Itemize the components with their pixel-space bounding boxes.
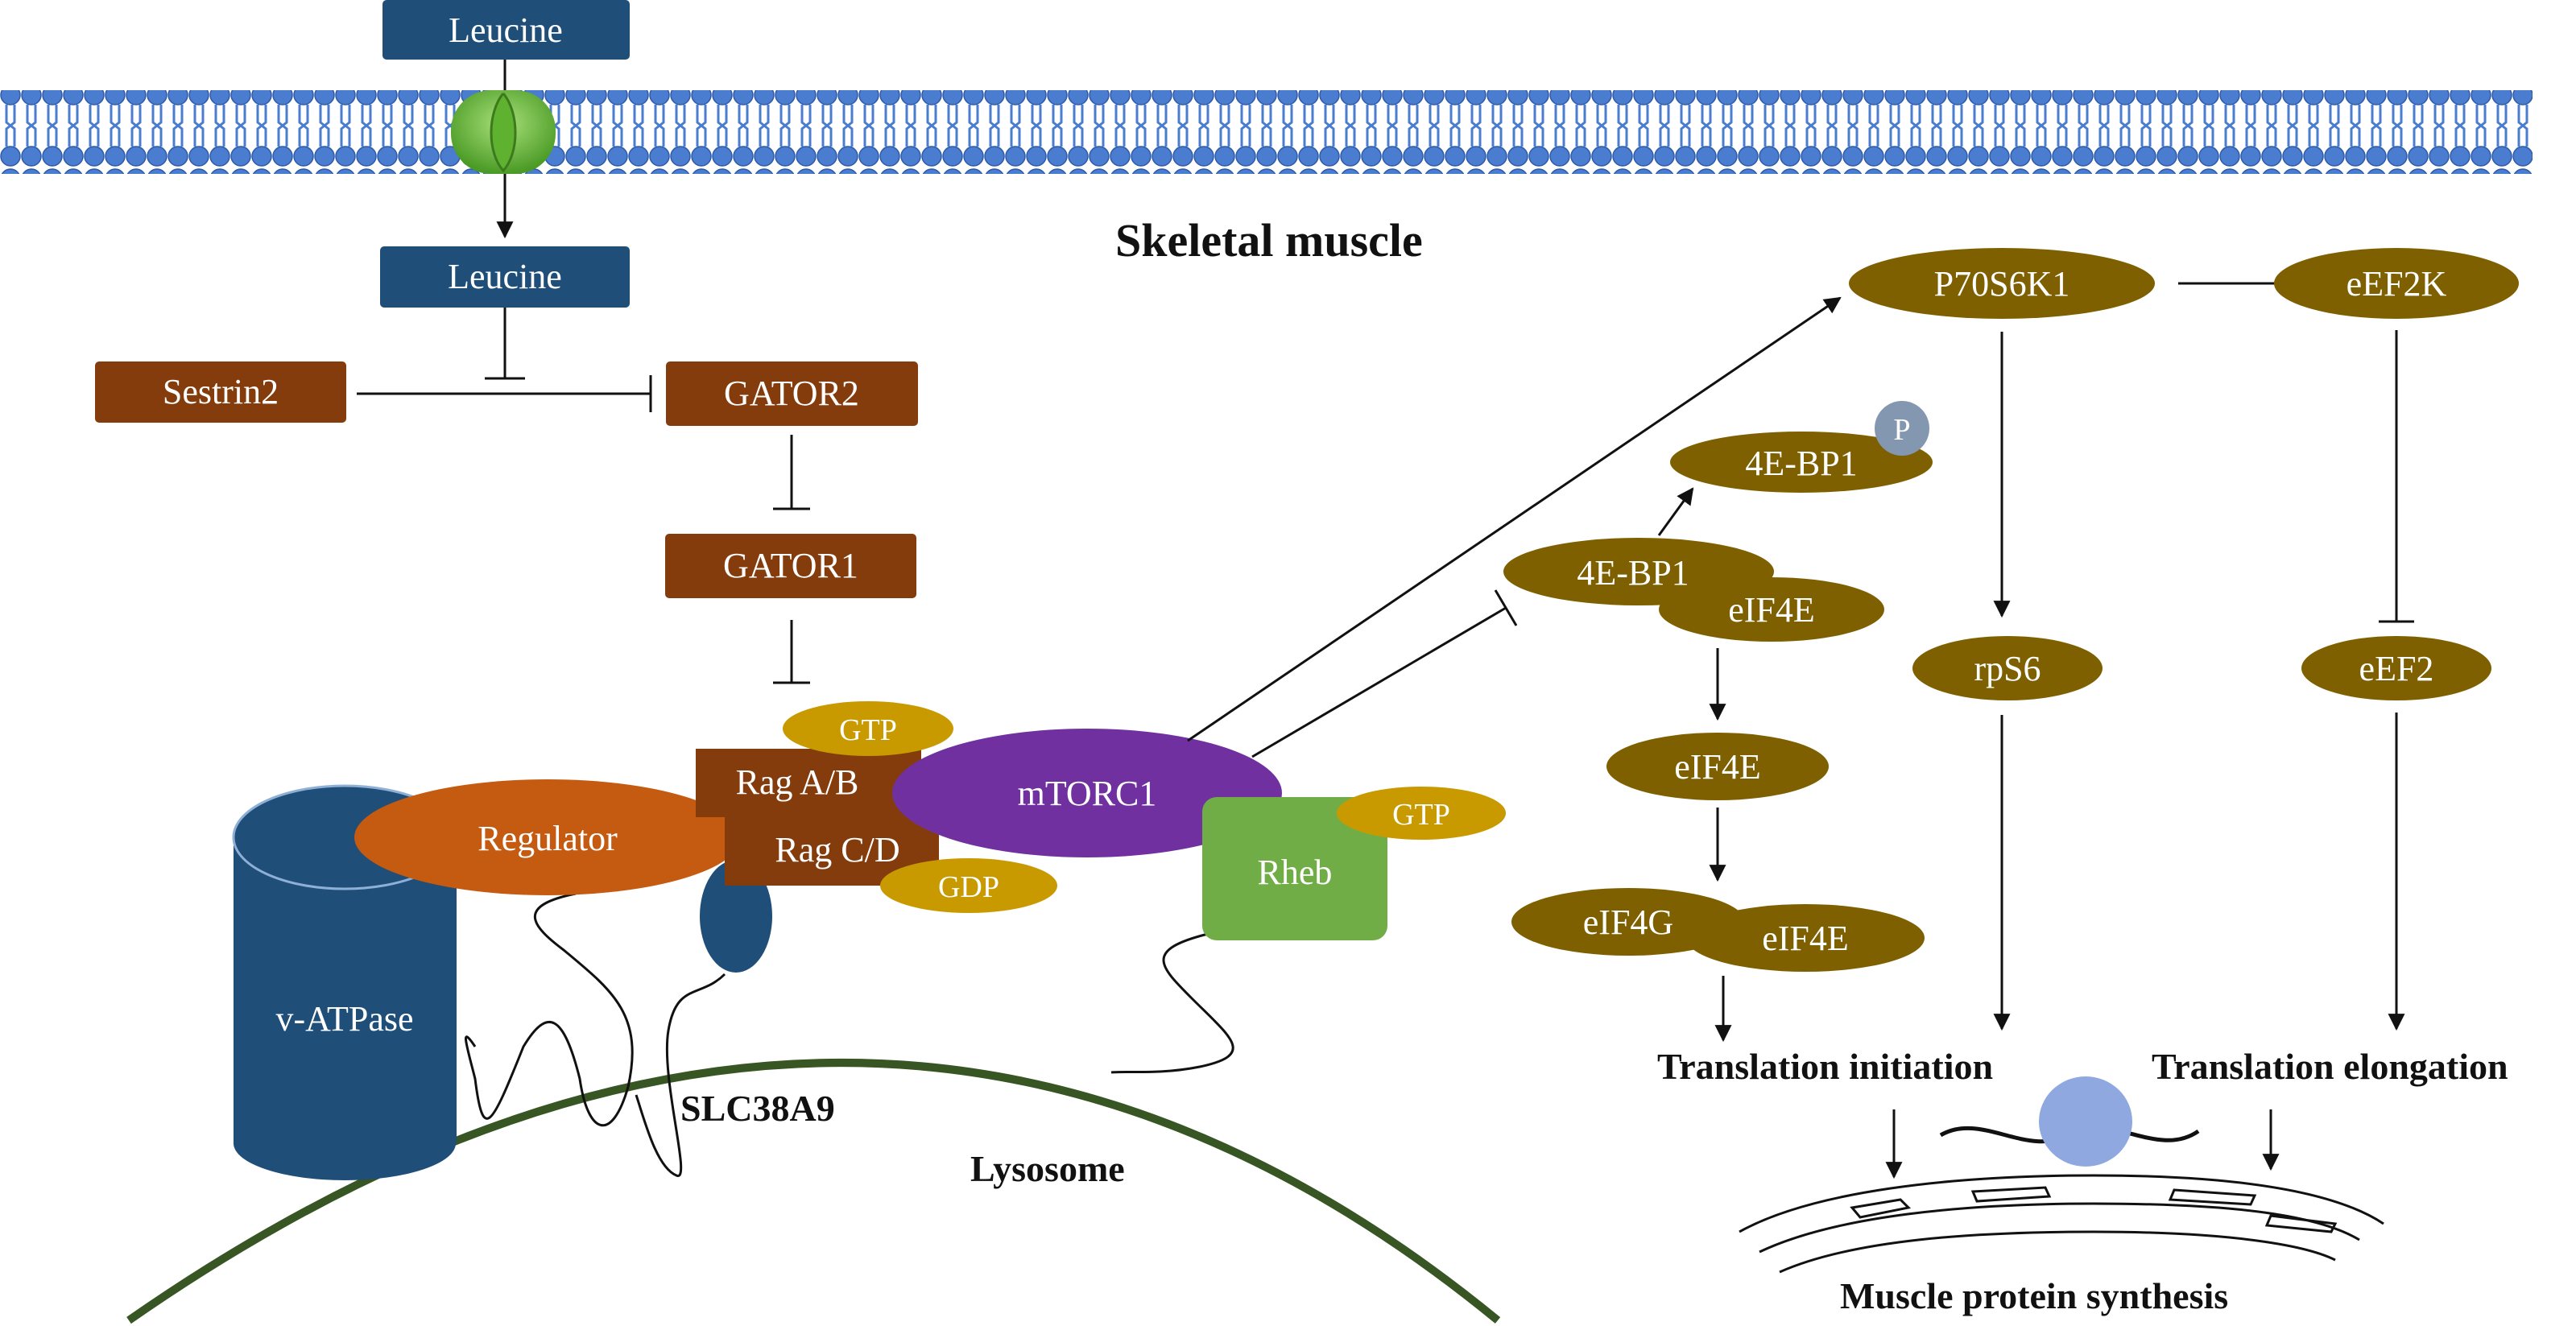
phospho-4ebp1-ellipse: 4E-BP1 (1670, 432, 1933, 493)
leucine-outside-box: Leucine (382, 0, 630, 60)
eef2k-label: eEF2K (2347, 264, 2447, 304)
eif4e-free-label: eIF4E (1674, 747, 1761, 787)
phosphate-label: P (1893, 413, 1910, 447)
gator2-box: GATOR2 (666, 361, 918, 426)
endoplasmic-reticulum (1739, 1174, 2384, 1274)
muscle-protein-synthesis-label: Muscle protein synthesis (1840, 1275, 2228, 1316)
eif4e-bound-label: eIF4E (1728, 590, 1815, 630)
translation-elongation-label: Translation elongation (2152, 1046, 2508, 1087)
rag-cd-label: Rag C/D (775, 830, 899, 870)
4ebp1-eif4e-complex: 4E-BP1 eIF4E (1503, 538, 1884, 642)
phospho-4ebp1-label: 4E-BP1 (1745, 444, 1857, 483)
gator1-box: GATOR1 (665, 534, 916, 598)
leucine-transporter-channel (451, 90, 556, 174)
inhibit-mtorc1-4ebp1 (1251, 606, 1507, 758)
gdp-rag-ellipse: GDP (880, 858, 1057, 913)
eif4e-complex-label: eIF4E (1762, 919, 1849, 958)
rag-complex: Rag A/B Rag C/D (696, 749, 939, 886)
eif4g-label: eIF4G (1583, 903, 1673, 942)
leucine-inside-label: Leucine (448, 257, 562, 296)
mtorc1-ellipse: mTORC1 (892, 729, 1282, 857)
eif4g-eif4e-complex: eIF4G eIF4E (1511, 888, 1925, 972)
4ebp1-label: 4E-BP1 (1577, 553, 1689, 593)
gtp-rheb-ellipse: GTP (1337, 787, 1506, 840)
arrow-4ebp1-phosphorylation (1657, 487, 1694, 536)
gator1-label: GATOR1 (723, 546, 858, 585)
eef2-ellipse: eEF2 (2301, 636, 2491, 700)
eef2k-ellipse: eEF2K (2274, 248, 2519, 319)
slc38a9-label: SLC38A9 (680, 1088, 835, 1129)
gtp-rheb-label: GTP (1392, 798, 1450, 832)
lysosome-label: Lysosome (970, 1148, 1125, 1189)
eef2-label: eEF2 (2359, 649, 2434, 688)
p70s6k1-label: P70S6K1 (1934, 264, 2070, 304)
lysosome-membrane (126, 1059, 1501, 1324)
arrow-mtorc1-p70s6k1 (1187, 296, 1842, 742)
regulator-ellipse: Regulator (354, 779, 741, 895)
leucine-outside-label: Leucine (449, 10, 563, 50)
rheb-label: Rheb (1258, 853, 1333, 892)
title-skeletal-muscle: Skeletal muscle (1115, 214, 1423, 266)
sestrin2-box: Sestrin2 (95, 361, 346, 423)
gator2-label: GATOR2 (724, 374, 859, 413)
regulator-label: Regulator (478, 819, 618, 858)
gtp-rag-ellipse: GTP (783, 701, 953, 756)
sestrin2-label: Sestrin2 (163, 372, 279, 411)
ribosome (2039, 1076, 2132, 1167)
gtp-rag-label: GTP (839, 713, 897, 747)
phosphate-circle: P (1875, 401, 1929, 456)
leucine-inside-box: Leucine (380, 246, 630, 308)
mtorc1-label: mTORC1 (1018, 774, 1157, 813)
v-atpase-label: v-ATPase (275, 999, 413, 1039)
cell-membrane (0, 90, 2533, 174)
eif4e-free-ellipse: eIF4E (1606, 733, 1829, 800)
p70s6k1-ellipse: P70S6K1 (1849, 248, 2155, 319)
rheb-box: Rheb (1202, 797, 1387, 940)
gdp-rag-label: GDP (938, 870, 999, 904)
rps6-label: rpS6 (1974, 649, 2041, 688)
slc38a9-oval (700, 860, 772, 973)
rag-ab-label: Rag A/B (736, 762, 859, 802)
rps6-ellipse: rpS6 (1912, 636, 2103, 700)
translation-initiation-label: Translation initiation (1657, 1046, 1993, 1087)
